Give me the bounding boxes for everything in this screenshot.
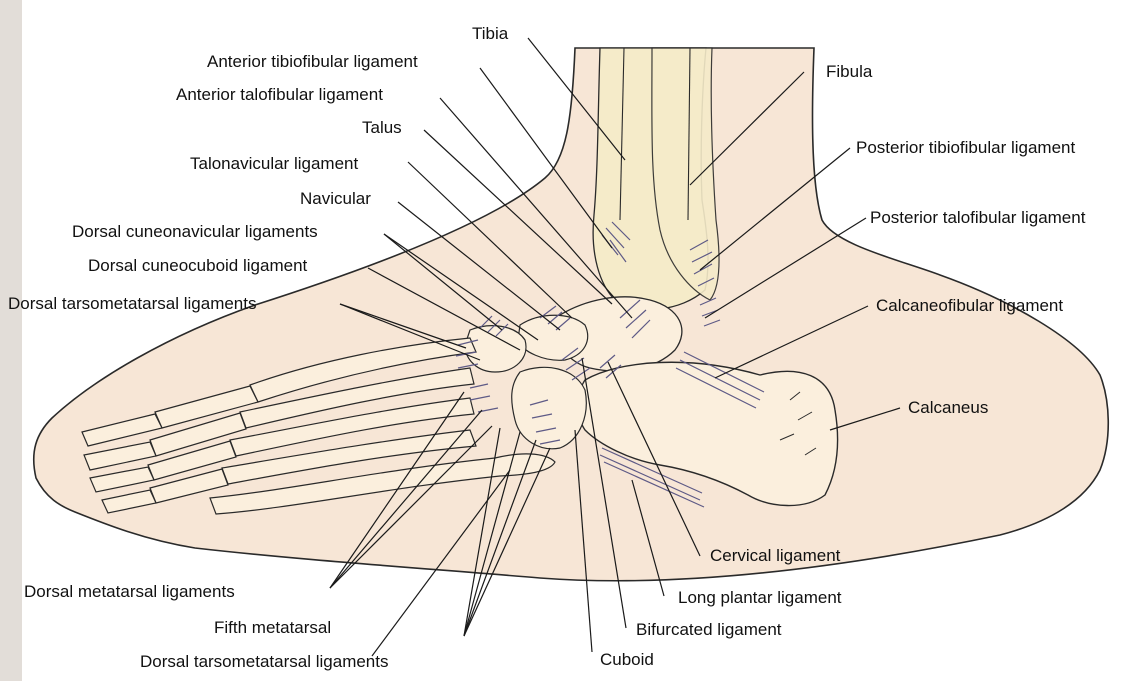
label-calcaneus: Calcaneus xyxy=(908,398,988,418)
label-dorsal-cuneocuboid-ligament: Dorsal cuneocuboid ligament xyxy=(88,256,307,276)
label-talus: Talus xyxy=(362,118,402,138)
label-navicular: Navicular xyxy=(300,189,371,209)
label-anterior-tibiofibular-ligament: Anterior tibiofibular ligament xyxy=(207,52,418,72)
label-dorsal-tarsometatarsal-ligaments-lower: Dorsal tarsometatarsal ligaments xyxy=(140,652,388,672)
label-dorsal-metatarsal-ligaments: Dorsal metatarsal ligaments xyxy=(24,582,235,602)
label-talonavicular-ligament: Talonavicular ligament xyxy=(190,154,358,174)
label-cuboid: Cuboid xyxy=(600,650,654,670)
label-cervical-ligament: Cervical ligament xyxy=(710,546,840,566)
label-dorsal-cuneonavicular-ligaments: Dorsal cuneonavicular ligaments xyxy=(72,222,318,242)
label-posterior-tibiofibular-ligament: Posterior tibiofibular ligament xyxy=(856,138,1075,158)
page-edge-shadow xyxy=(0,0,22,681)
label-anterior-talofibular-ligament: Anterior talofibular ligament xyxy=(176,85,383,105)
label-calcaneofibular-ligament: Calcaneofibular ligament xyxy=(876,296,1063,316)
label-dorsal-tarsometatarsal-ligaments-upper: Dorsal tarsometatarsal ligaments xyxy=(8,294,256,314)
label-tibia: Tibia xyxy=(472,24,508,44)
label-long-plantar-ligament: Long plantar ligament xyxy=(678,588,842,608)
label-bifurcated-ligament: Bifurcated ligament xyxy=(636,620,782,640)
label-fibula: Fibula xyxy=(826,62,872,82)
label-fifth-metatarsal: Fifth metatarsal xyxy=(214,618,331,638)
label-posterior-talofibular-ligament: Posterior talofibular ligament xyxy=(870,208,1085,228)
